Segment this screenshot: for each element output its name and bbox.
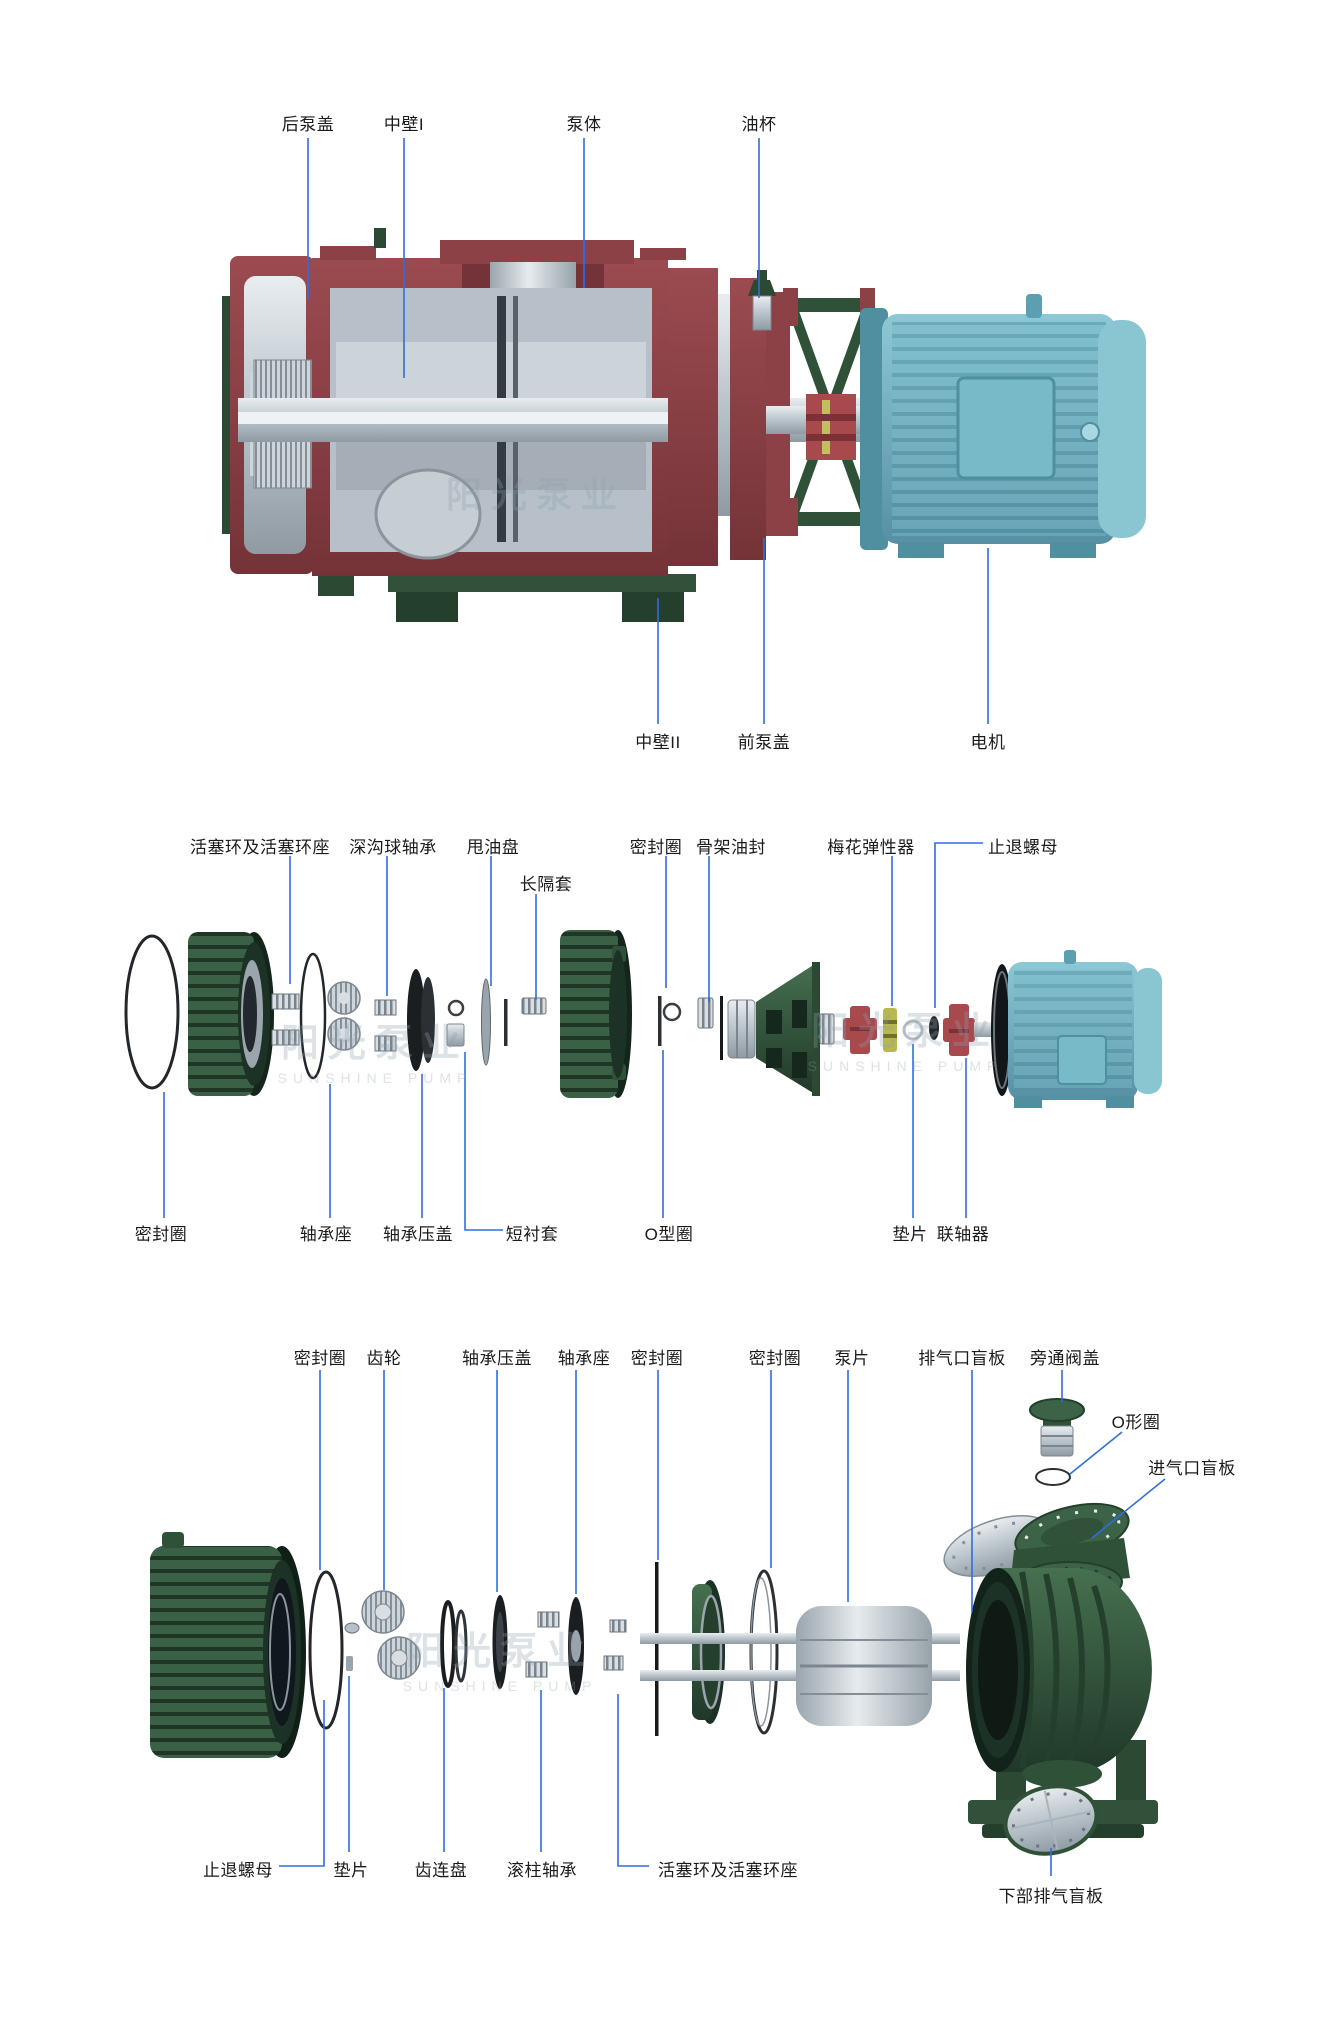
leader-piston-rings-3 — [617, 1694, 649, 1867]
skeleton-oil-seal-part — [697, 997, 714, 1029]
gear-end-drum — [150, 1532, 306, 1758]
gear-part — [361, 1590, 405, 1634]
piston-ring-stack-2 — [603, 1619, 627, 1671]
label-piston-rings-3: 活塞环及活塞环座 — [658, 1861, 798, 1880]
thin-rings — [440, 1600, 468, 1688]
oil-slinger-discs — [407, 969, 435, 1071]
oil-cup-part — [748, 270, 776, 331]
label-inlet-blind-plate: 进气口盲板 — [1148, 1459, 1236, 1478]
label-lock-nut-3: 止退螺母 — [203, 1861, 273, 1880]
label-gear: 齿轮 — [366, 1349, 402, 1368]
seal-ring-part-3 — [749, 1569, 779, 1735]
label-shim: 垫片 — [892, 1225, 928, 1244]
shim-ring — [902, 1019, 924, 1041]
label-lower-exhaust-blind-plate: 下部排气盲板 — [998, 1887, 1104, 1906]
pump-base — [318, 552, 696, 622]
label-bearing-seat-3: 轴承座 — [557, 1349, 611, 1368]
label-lock-nut: 止退螺母 — [988, 838, 1058, 857]
label-front-pump-cover: 前泵盖 — [737, 733, 791, 752]
bypass-valve-cover-part — [1029, 1398, 1085, 1457]
o-ring-rod — [658, 996, 662, 1046]
thin-disc — [481, 978, 491, 1066]
leader-lock-nut — [934, 842, 983, 1008]
front-pump-cover-part — [668, 268, 790, 566]
label-roller-bearing: 滚柱轴承 — [507, 1861, 577, 1880]
o-ring-part — [1035, 1468, 1071, 1486]
ringed-cylinder — [727, 999, 756, 1059]
leader-lock-nut-3 — [279, 1700, 325, 1867]
label-o-ring-3: O形圈 — [1111, 1413, 1161, 1432]
label-bypass-valve-cover: 旁通阀盖 — [1030, 1349, 1100, 1368]
seal-ring-large — [124, 934, 180, 1090]
long-spacer-part — [521, 997, 547, 1015]
bearing-seat-disc — [568, 1597, 584, 1695]
label-plum-elastic: 梅花弹性器 — [827, 838, 915, 857]
label-exhaust-blind-plate: 排气口盲板 — [918, 1349, 1006, 1368]
seal-ring-edge-on — [655, 1562, 659, 1736]
small-hardware — [344, 1622, 360, 1671]
label-bearing-cap: 轴承压盖 — [383, 1225, 453, 1244]
coupling-half-left — [843, 1006, 877, 1054]
label-seal-ring-2: 密封圈 — [630, 1349, 684, 1368]
leader-o-ring-3 — [1069, 1431, 1123, 1475]
lower-exhaust-blind-plate-part — [1003, 1784, 1099, 1856]
exploded-pump-view — [150, 1370, 1166, 1876]
bearing-seat-housing — [188, 932, 274, 1096]
green-drum-cover — [560, 930, 632, 1098]
sleeve-part — [819, 1013, 835, 1045]
label-mid-wall-2: 中壁II — [635, 733, 681, 752]
leader-inlet-blind-plate — [1091, 1478, 1166, 1539]
label-coupling: 联轴器 — [936, 1225, 990, 1244]
label-short-bushing: 短衬套 — [505, 1225, 559, 1244]
label-shim-3: 垫片 — [333, 1861, 369, 1880]
label-pump-vane: 泵片 — [834, 1349, 870, 1368]
thin-rod — [504, 999, 508, 1046]
ball-bearing-pair — [374, 999, 397, 1052]
pump-leader-lines — [279, 1370, 1166, 1876]
label-gear-coupling-disc: 齿连盘 — [414, 1861, 468, 1880]
motor-exploded — [974, 950, 1162, 1108]
piston-ring-stacks — [271, 993, 300, 1046]
plum-elastic-spider — [883, 1008, 897, 1052]
short-bushing-part — [446, 999, 465, 1047]
gear-coupling-disc-part — [377, 1636, 421, 1680]
label-bearing-cap-3: 轴承压盖 — [462, 1349, 532, 1368]
leader-short-bushing — [464, 1052, 503, 1231]
label-seal-ring-3: 密封圈 — [748, 1349, 802, 1368]
label-piston-rings: 活塞环及活塞环座 — [190, 838, 330, 857]
label-pump-body: 泵体 — [566, 115, 602, 134]
label-skeleton-oil-seal: 骨架油封 — [696, 838, 766, 857]
small-ring — [662, 1002, 682, 1022]
assembly-cross-section — [222, 138, 1146, 724]
exploded-drive-view — [124, 842, 1162, 1231]
label-oil-cup: 油杯 — [741, 115, 777, 134]
roller-bearing-parts — [525, 1611, 560, 1678]
bell-cone — [756, 962, 820, 1096]
label-motor: 电机 — [970, 733, 1006, 752]
label-seal-ring-bottom: 密封圈 — [134, 1225, 188, 1244]
label-ball-bearing: 深沟球轴承 — [349, 838, 437, 857]
gear-pair — [327, 981, 361, 1051]
green-cover-disc — [692, 1580, 725, 1724]
seal-ring-part-1 — [308, 1570, 344, 1730]
label-seal-ring-1: 密封圈 — [293, 1349, 347, 1368]
bearing-cap-disc — [492, 1595, 508, 1689]
label-rear-pump-cover: 后泵盖 — [281, 115, 335, 134]
coupling-half-right — [943, 1004, 975, 1056]
label-mid-wall-1: 中壁I — [383, 115, 425, 134]
drive-leader-lines — [163, 842, 983, 1231]
label-long-spacer: 长隔套 — [519, 875, 573, 894]
pump-housing — [966, 1538, 1158, 1838]
seal-disc-edge — [720, 996, 723, 1060]
pump-vane-rotor — [640, 1606, 960, 1726]
motor-part — [860, 294, 1146, 558]
label-bearing-seat: 轴承座 — [299, 1225, 353, 1244]
assembly-leader-lines — [307, 138, 989, 724]
seal-ring-mid — [299, 952, 327, 1080]
label-seal-ring-top: 密封圈 — [629, 838, 683, 857]
label-oil-slinger: 甩油盘 — [466, 838, 520, 857]
label-o-ring-2: O型圈 — [644, 1225, 694, 1244]
lock-nut-part — [929, 1016, 939, 1040]
